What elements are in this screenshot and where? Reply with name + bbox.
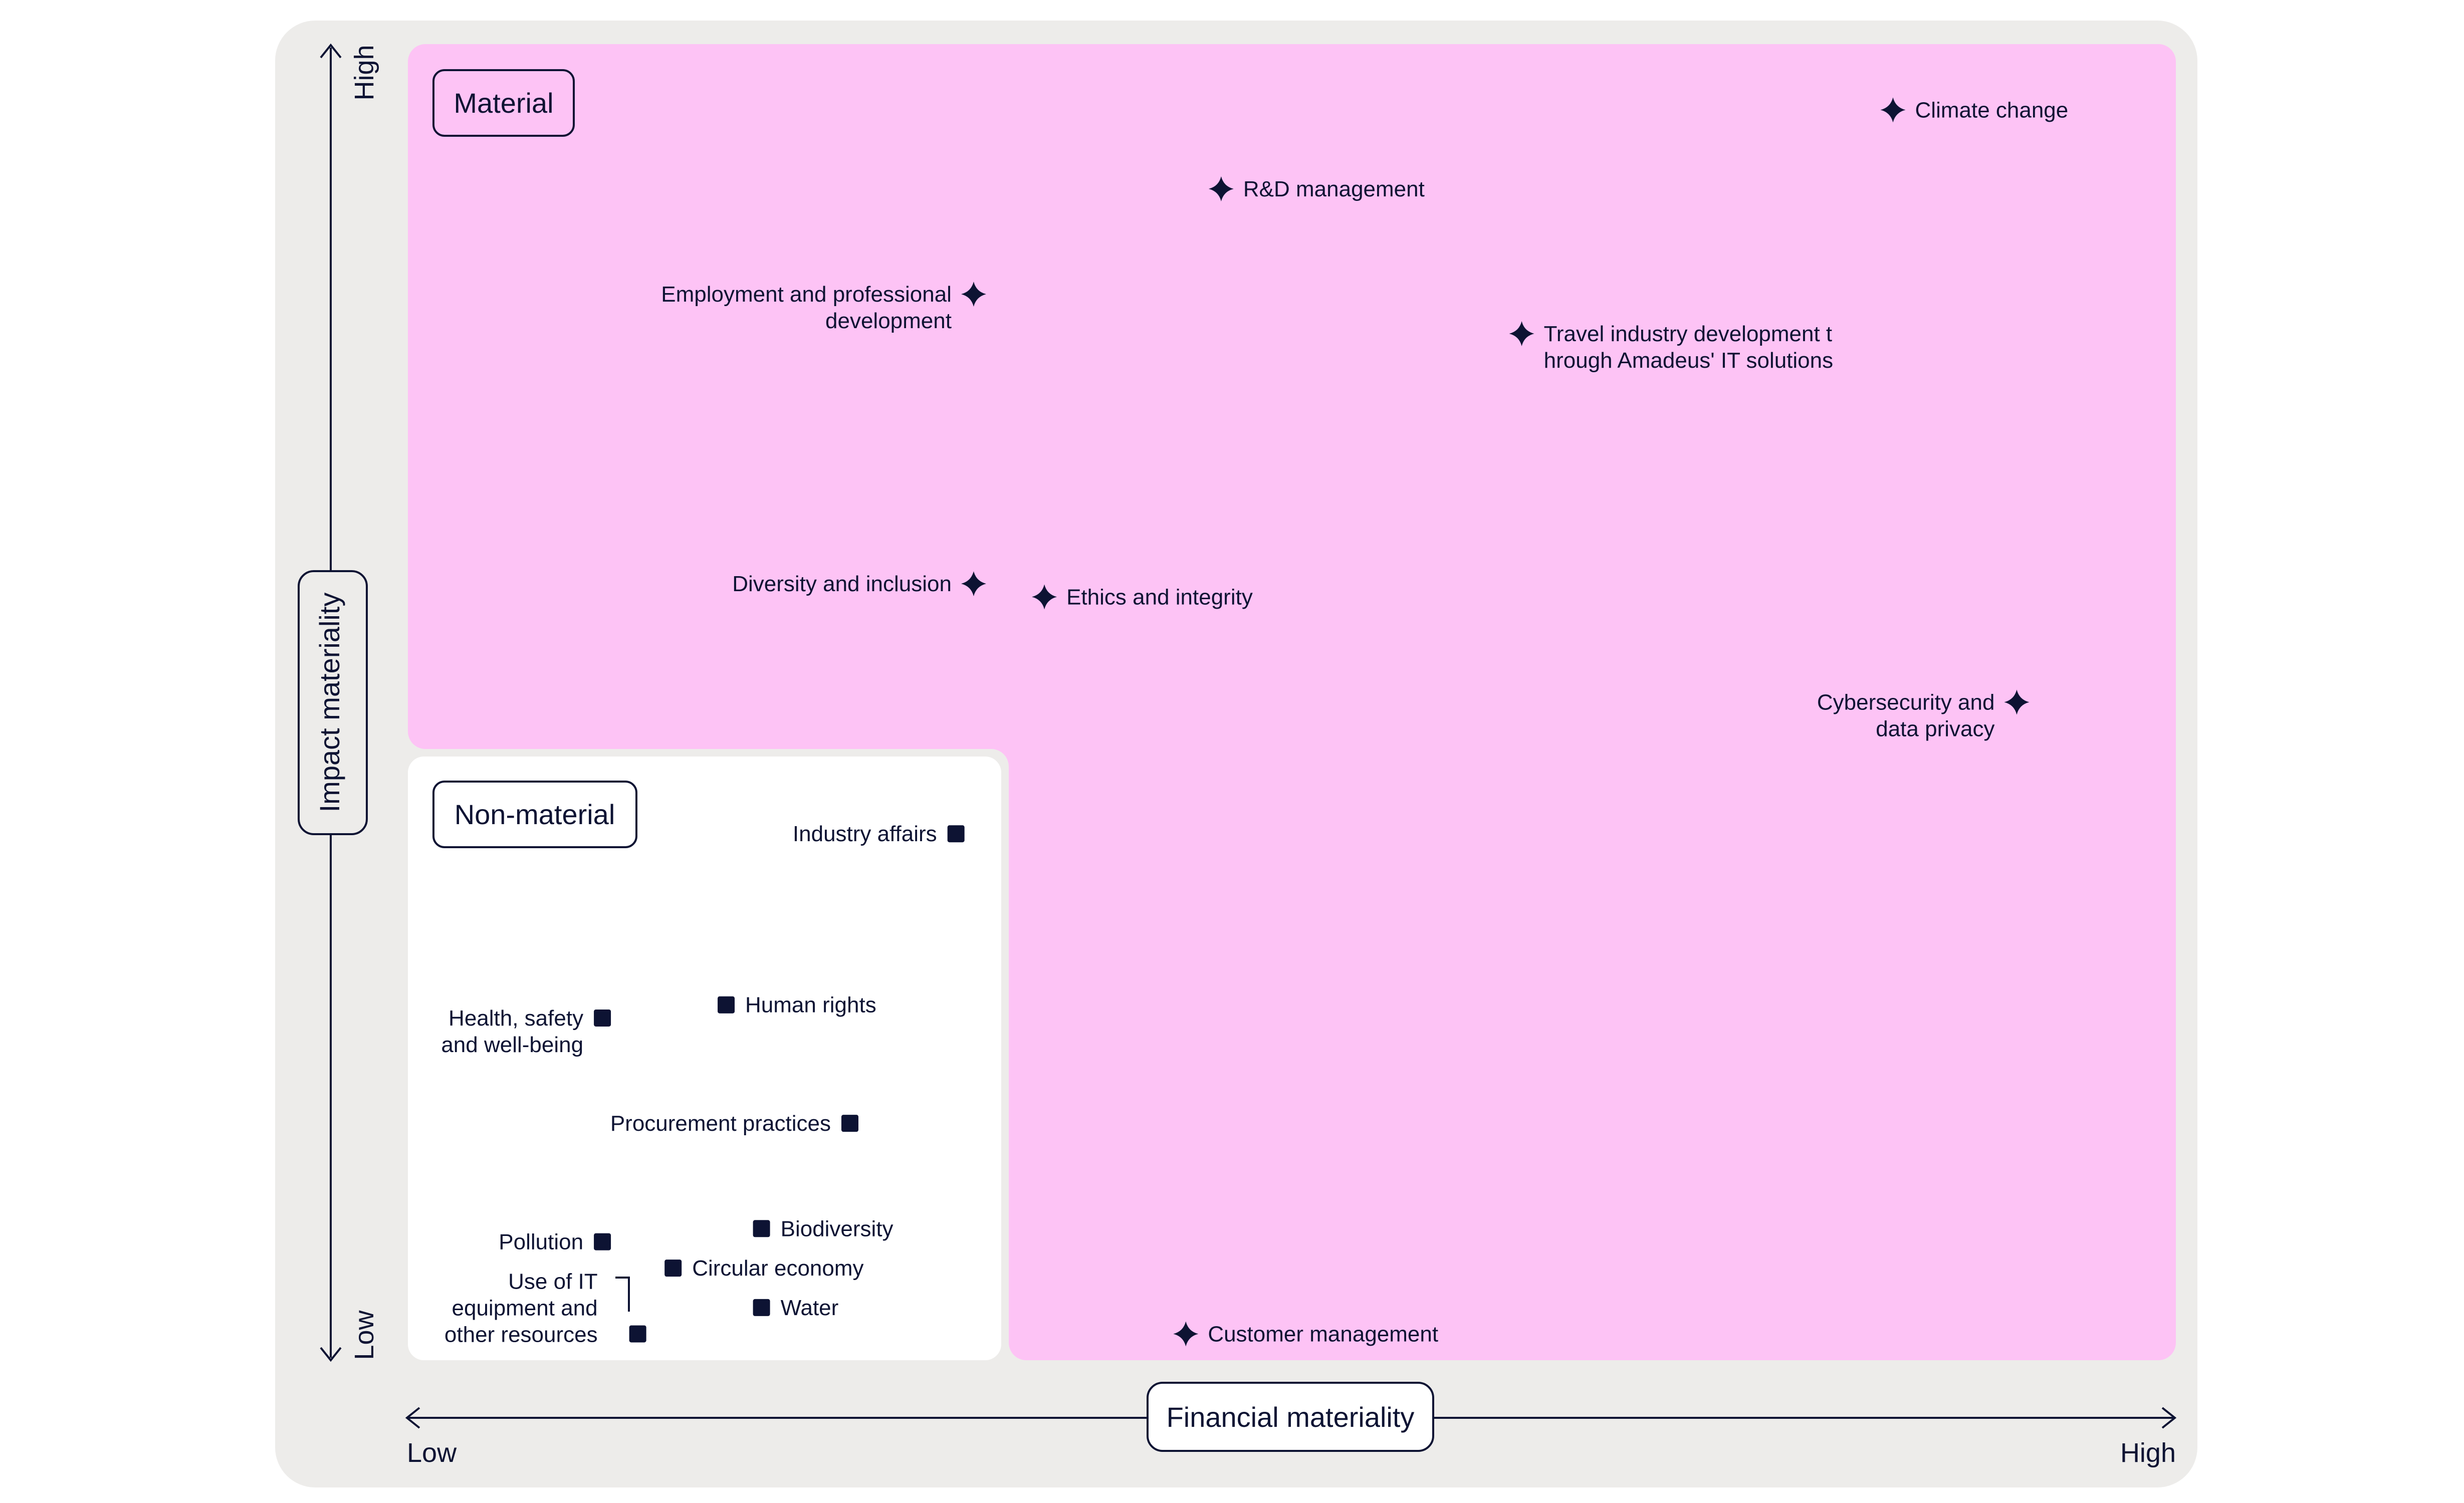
star-marker-0-6: [2004, 689, 2030, 715]
star-marker-0-1: [1208, 176, 1234, 201]
point-label-1-4: Biodiversity: [781, 1216, 893, 1241]
x-axis-title-pill: Financial materiality: [1147, 1382, 1434, 1452]
star-marker-0-0: [1880, 97, 1906, 123]
y-tick-label-high: High: [349, 45, 379, 100]
point-label-0-4: Diversity and inclusion: [732, 572, 952, 596]
star-marker-0-5: [1032, 584, 1057, 610]
x-tick-label-low: Low: [407, 1438, 457, 1468]
point-label-1-0: Industry affairs: [793, 822, 937, 846]
star-marker-0-3: [1509, 321, 1534, 346]
point-label-0-7: Customer management: [1208, 1322, 1438, 1346]
point-label-1-3: Procurement practices: [610, 1111, 831, 1136]
point-label-1-6: Circular economy: [692, 1256, 863, 1281]
square-marker-1-4: [753, 1220, 770, 1237]
nonmaterial-region-label: Non-material: [432, 781, 637, 848]
square-marker-1-1: [718, 996, 735, 1014]
material-region-title: Material: [454, 87, 553, 119]
y-tick-label-low: Low: [349, 1310, 379, 1360]
point-label-0-0: Climate change: [1915, 98, 2069, 122]
square-marker-1-6: [664, 1260, 682, 1277]
star-marker-0-7: [1173, 1321, 1199, 1347]
square-marker-1-0: [947, 825, 965, 843]
y-axis-title-pill: Impact materiality: [298, 570, 368, 835]
nonmaterial-region: [408, 757, 1001, 1360]
square-marker-1-2: [594, 1009, 611, 1027]
data-points: [594, 97, 2030, 1347]
y-axis: High Low Impact materiality: [298, 43, 379, 1362]
material-region: [408, 44, 2176, 1360]
star-marker-0-4: [961, 571, 986, 597]
x-axis: Low High Financial materiality: [405, 1382, 2177, 1468]
square-marker-1-7: [753, 1299, 770, 1316]
point-label-1-7: Water: [781, 1296, 839, 1320]
x-axis-title: Financial materiality: [1167, 1401, 1415, 1433]
star-marker-0-2: [961, 282, 986, 307]
point-label-1-5: Pollution: [499, 1230, 583, 1255]
point-label-1-1: Human rights: [745, 993, 876, 1018]
nonmaterial-region-title: Non-material: [455, 799, 615, 830]
y-axis-title: Impact materiality: [314, 593, 345, 813]
material-region-label: Material: [432, 69, 575, 137]
point-label-0-5: Ethics and integrity: [1066, 585, 1253, 609]
point-label-0-1: R&D management: [1243, 177, 1425, 201]
square-marker-1-3: [841, 1115, 858, 1132]
label-bracket: [615, 1277, 630, 1312]
x-tick-label-high: High: [2120, 1438, 2176, 1468]
square-marker-1-8: [629, 1325, 646, 1343]
square-marker-1-5: [594, 1233, 611, 1250]
